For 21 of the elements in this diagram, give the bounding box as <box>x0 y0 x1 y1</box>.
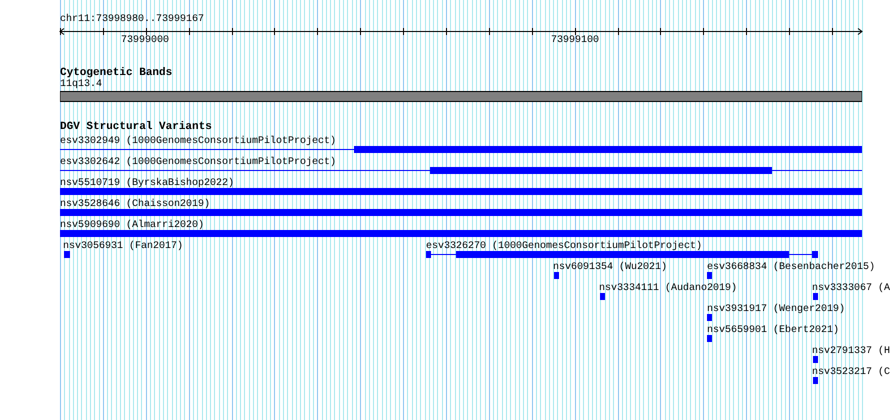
tick-label: 73999000 <box>121 35 169 47</box>
band-label: 11q13.4 <box>60 79 102 90</box>
variant-label: nsv2791337 (H <box>812 346 890 357</box>
coordinate-range-label: chr11:73998980..73999167 <box>60 14 204 26</box>
variant-label: nsv3334111 (Audano2019) <box>599 283 738 294</box>
variant-label: nsv3523217 (C <box>812 367 890 378</box>
variant-label: esv3302949 (1000GenomesConsortiumPilotProject) <box>60 136 336 147</box>
variant-label: nsv5659901 (Ebert2021) <box>707 325 840 336</box>
variant-label: esv3302642 (1000GenomesConsortiumPilotProject) <box>60 157 336 168</box>
track-heading: Cytogenetic Bands <box>60 67 172 79</box>
variant-label: esv3326270 (1000GenomesConsortiumPilotProject) <box>426 241 702 252</box>
variant-label: nsv6091354 (Wu2021) <box>553 262 668 273</box>
variant-label: nsv3931917 (Wenger2019) <box>707 304 846 315</box>
variant-label: esv3668834 (Besenbacher2015) <box>707 262 876 273</box>
variant-label: nsv5909690 (Almarri2020) <box>60 220 204 231</box>
variant-label: nsv3333067 (A <box>812 283 890 294</box>
variant-label: nsv3056931 (Fan2017) <box>63 241 184 252</box>
track-heading: DGV Structural Variants <box>60 121 212 133</box>
variant-label: nsv3528646 (Chaisson2019) <box>60 199 210 210</box>
tick-label: 73999100 <box>551 35 599 47</box>
variant-label: nsv5510719 (ByrskaBishop2022) <box>60 178 234 189</box>
